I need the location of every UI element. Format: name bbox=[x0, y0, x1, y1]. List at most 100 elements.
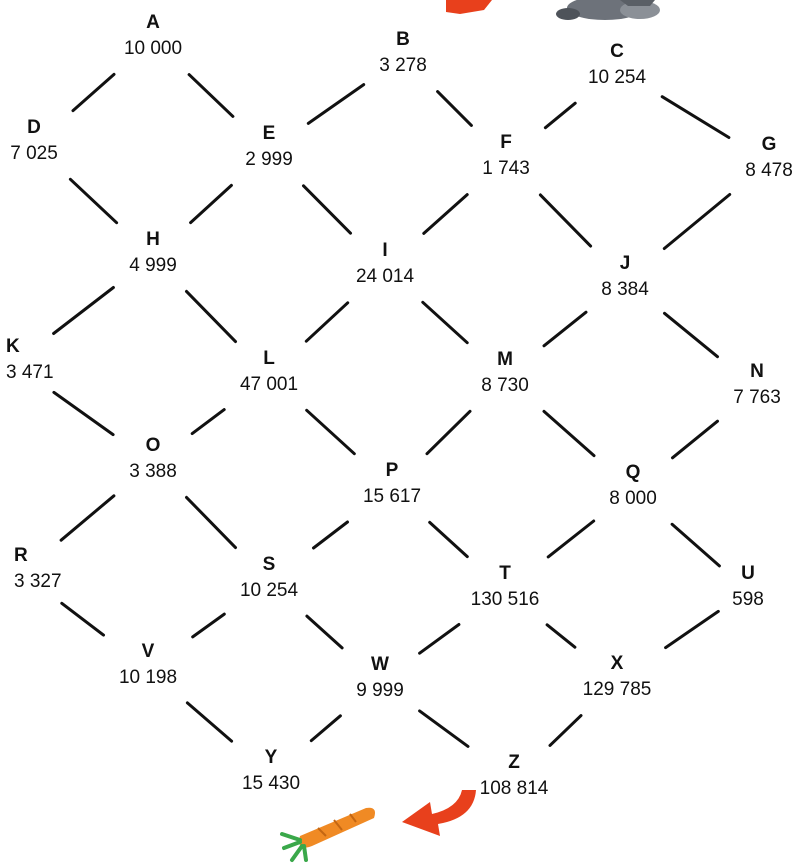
edge-n-q bbox=[673, 421, 718, 458]
edge-k-o bbox=[54, 392, 113, 434]
node-g: G 8 478 bbox=[745, 134, 793, 181]
node-value: 3 327 bbox=[14, 571, 62, 592]
node-value: 15 617 bbox=[363, 486, 421, 507]
node-letter: Y bbox=[265, 747, 278, 768]
node-letter: P bbox=[386, 460, 399, 481]
edge-c-g bbox=[662, 97, 729, 138]
node-value: 9 999 bbox=[356, 680, 404, 701]
edges bbox=[54, 74, 730, 746]
edge-e-i bbox=[304, 186, 351, 233]
edge-j-n bbox=[665, 313, 718, 356]
node-value: 10 000 bbox=[124, 38, 182, 59]
node-x: X 129 785 bbox=[583, 653, 652, 700]
node-e: E2 999 bbox=[245, 123, 293, 170]
edge-r-v bbox=[62, 603, 104, 635]
node-letter: K bbox=[6, 336, 20, 357]
node-letter: A bbox=[146, 12, 160, 33]
edge-s-w bbox=[307, 616, 342, 648]
edge-q-t bbox=[548, 521, 594, 557]
node-c: C 10 254 bbox=[588, 41, 647, 88]
node-letter: Z bbox=[508, 752, 520, 773]
node-m: M 8 730 bbox=[481, 349, 529, 396]
node-s: S10 254 bbox=[240, 554, 299, 601]
arrow-icon bbox=[402, 790, 476, 836]
edge-a-e bbox=[189, 75, 233, 117]
node-letter: F bbox=[500, 132, 512, 153]
edge-b-f bbox=[438, 92, 472, 126]
arrow-icon bbox=[446, 0, 492, 14]
edge-j-m bbox=[544, 312, 586, 346]
node-letter: D bbox=[27, 117, 41, 138]
node-value: 8 730 bbox=[481, 375, 529, 396]
node-b: B3 278 bbox=[379, 29, 427, 76]
node-value: 4 999 bbox=[129, 255, 177, 276]
node-letter: B bbox=[396, 29, 410, 50]
node-f: F1 743 bbox=[482, 132, 530, 179]
edge-i-m bbox=[423, 302, 467, 342]
bottom-decorations bbox=[282, 790, 476, 860]
node-value: 130 516 bbox=[471, 589, 540, 610]
node-l: L47 001 bbox=[240, 348, 298, 395]
node-letter: G bbox=[762, 134, 777, 155]
node-letter: R bbox=[14, 545, 28, 566]
edge-b-e bbox=[308, 85, 363, 124]
node-value: 15 430 bbox=[242, 773, 300, 794]
node-letter: C bbox=[610, 41, 624, 62]
edge-l-o bbox=[192, 410, 224, 434]
rabbit-icon bbox=[556, 0, 660, 20]
node-value: 10 254 bbox=[240, 580, 299, 601]
edge-h-k bbox=[54, 288, 114, 334]
edge-c-f bbox=[545, 103, 575, 128]
edge-i-l bbox=[306, 303, 347, 341]
node-h: H4 999 bbox=[129, 229, 177, 276]
node-r: R 3 327 bbox=[14, 545, 62, 592]
edge-e-h bbox=[191, 185, 232, 222]
node-value: 47 001 bbox=[240, 374, 298, 395]
node-letter: N bbox=[750, 361, 764, 382]
node-p: P 15 617 bbox=[363, 460, 421, 507]
node-letter: O bbox=[146, 435, 161, 456]
edge-u-x bbox=[666, 611, 719, 647]
edge-x-z bbox=[550, 716, 581, 746]
node-letter: V bbox=[142, 641, 155, 662]
node-a: A 10 000 bbox=[124, 12, 182, 59]
node-n: N 7 763 bbox=[733, 361, 781, 408]
node-letter: M bbox=[497, 349, 513, 370]
top-decorations bbox=[446, 0, 660, 20]
edge-t-w bbox=[420, 625, 459, 654]
node-value: 3 388 bbox=[129, 461, 177, 482]
node-value: 24 014 bbox=[356, 266, 415, 287]
node-letter: X bbox=[611, 653, 624, 674]
edge-m-q bbox=[544, 411, 594, 455]
node-letter: U bbox=[741, 563, 755, 584]
edge-d-h bbox=[70, 179, 116, 222]
node-value: 2 999 bbox=[245, 149, 293, 170]
node-letter: J bbox=[620, 253, 631, 274]
node-k: K 3 471 bbox=[6, 336, 54, 383]
edge-v-y bbox=[187, 703, 231, 741]
node-value: 7 763 bbox=[733, 387, 781, 408]
node-value: 3 471 bbox=[6, 362, 54, 383]
edge-p-t bbox=[430, 522, 468, 556]
node-value: 10 254 bbox=[588, 67, 647, 88]
edge-f-i bbox=[424, 195, 467, 234]
edge-g-j bbox=[664, 195, 729, 249]
node-value: 8 478 bbox=[745, 160, 793, 181]
node-value: 129 785 bbox=[583, 679, 652, 700]
node-u: U 598 bbox=[732, 563, 764, 610]
edge-o-s bbox=[187, 497, 236, 547]
node-value: 7 025 bbox=[10, 143, 58, 164]
node-value: 10 198 bbox=[119, 667, 177, 688]
node-value: 598 bbox=[732, 589, 764, 610]
edge-p-s bbox=[314, 522, 348, 548]
edge-o-r bbox=[61, 496, 114, 540]
node-w: W9 999 bbox=[356, 654, 404, 701]
edge-q-u bbox=[672, 524, 719, 566]
edge-s-v bbox=[193, 614, 225, 637]
edge-w-z bbox=[420, 711, 468, 747]
edge-m-p bbox=[427, 411, 470, 453]
